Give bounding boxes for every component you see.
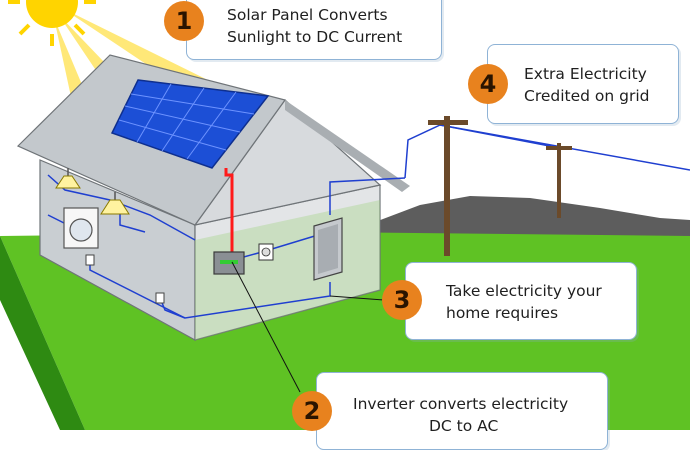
step-4-badge: 4	[468, 64, 508, 104]
roof-edge	[285, 100, 410, 192]
breaker-panel-icon	[313, 217, 343, 281]
step-1-line-1: Solar Panel Converts	[227, 6, 388, 24]
outlet-icon	[85, 254, 165, 304]
power-pole-icon	[428, 116, 572, 256]
step-4-line-2: Credited on grid	[524, 87, 650, 105]
step-3-line-2: home requires	[446, 304, 559, 322]
callout-step-4: Extra Electricity Credited on grid	[487, 44, 679, 124]
step-2-line-1: Inverter converts electricity	[353, 395, 569, 413]
solar-panel-icon	[110, 79, 270, 169]
step-3-line-1: Take electricity your	[446, 282, 602, 300]
grass-edge	[0, 236, 85, 430]
sun-icon	[8, 0, 96, 46]
callout-step-2: Inverter converts electricity DC to AC	[316, 372, 608, 450]
dc-wire	[224, 168, 234, 255]
step-1-line-2: Sunlight to DC Current	[227, 28, 403, 46]
lamp-icon	[55, 168, 130, 215]
meter-icon	[258, 243, 274, 261]
leader-lines	[231, 261, 385, 393]
step-3-badge: 3	[382, 280, 422, 320]
step-4-line-1: Extra Electricity	[524, 65, 647, 83]
callout-step-1: Solar Panel Converts Sunlight to DC Curr…	[186, 0, 442, 60]
step-2-line-2: DC to AC	[429, 417, 499, 435]
washing-machine-icon	[63, 207, 99, 249]
callout-step-3: Take electricity your home requires	[405, 262, 637, 340]
inverter-icon	[213, 251, 245, 275]
step-1-badge: 1	[164, 1, 204, 41]
step-2-badge: 2	[292, 391, 332, 431]
